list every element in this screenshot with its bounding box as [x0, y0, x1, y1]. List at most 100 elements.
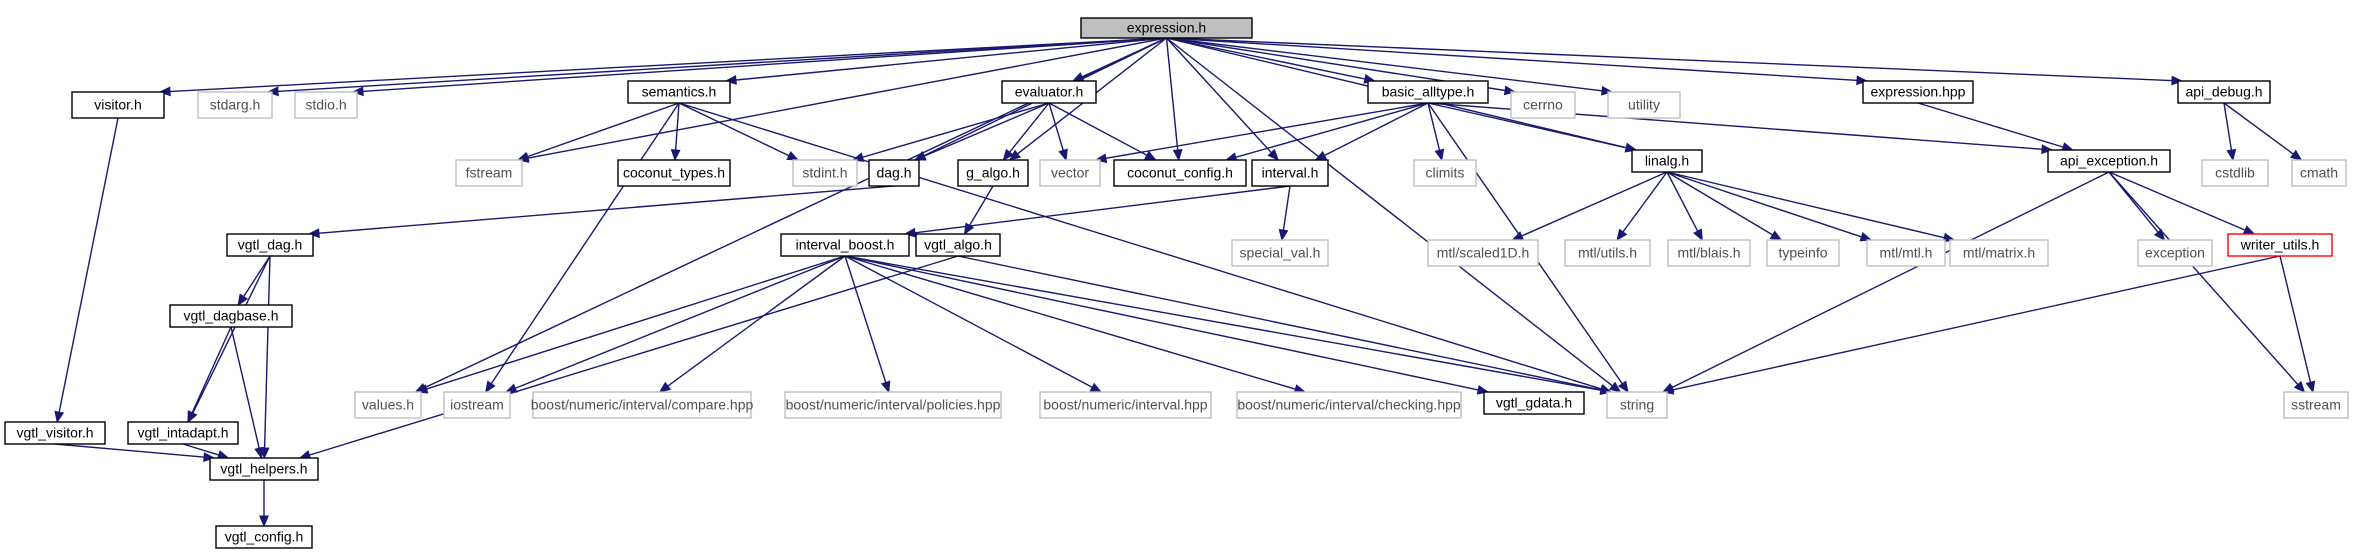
arrowhead: [1002, 148, 1014, 162]
edge-linalg-h-to-mtl-scaled1d-h: [1520, 171, 1668, 238]
node-boost-interval[interactable]: boost/numeric/interval.hpp: [1039, 391, 1212, 419]
node-boost-compare[interactable]: boost/numeric/interval/compare.hpp: [531, 391, 754, 419]
node-vgtl-gdata-h[interactable]: vgtl_gdata.h: [1483, 391, 1585, 415]
edge-writer-utils-h-to-string: [1671, 255, 2281, 391]
edge-g-algo-h-to-vgtl-algo-h: [968, 185, 994, 227]
edge-expression-h-to-fstream: [526, 37, 1167, 160]
arrowhead: [1144, 150, 1157, 161]
edge-basic-alltype-h-to-climits: [1427, 102, 1441, 152]
edge-api-exception-h-to-writer-utils-h: [2108, 171, 2247, 232]
node-expression-hpp[interactable]: expression.hpp: [1862, 80, 1974, 104]
node-vgtl-algo-h[interactable]: vgtl_algo.h: [915, 233, 1001, 257]
node-label: mtl/utils.h: [1578, 245, 1637, 261]
node-basic-alltype-h[interactable]: basic_alltype.h: [1367, 80, 1489, 104]
node-label: stdio.h: [305, 97, 346, 113]
node-api-debug-h[interactable]: api_debug.h: [2177, 80, 2271, 104]
arrowhead: [1769, 230, 1783, 241]
node-mtl-matrix-h[interactable]: mtl/matrix.h: [1949, 239, 2049, 267]
arrowhead: [670, 149, 681, 162]
edge-vgtl-intadapt-h-to-vgtl-helpers-h: [182, 443, 220, 457]
node-label: string: [1620, 397, 1654, 413]
node-vgtl-visitor-h[interactable]: vgtl_visitor.h: [4, 421, 106, 445]
edge-basic-alltype-h-to-coconut-config-h: [1234, 102, 1429, 159]
node-coconut-config-h[interactable]: coconut_config.h: [1113, 159, 1247, 187]
edge-interval-boost-h-to-string: [844, 255, 1603, 392]
arrowhead: [963, 222, 975, 236]
node-exception[interactable]: exception: [2137, 239, 2213, 267]
edge-evaluator-h-to-stdint-h: [861, 102, 1050, 159]
node-cerrno[interactable]: cerrno: [1510, 91, 1576, 119]
node-dag-h[interactable]: dag.h: [868, 159, 920, 187]
node-linalg-h[interactable]: linalg.h: [1631, 149, 1703, 173]
node-label: basic_alltype.h: [1382, 84, 1475, 100]
node-interval-boost-h[interactable]: interval_boost.h: [780, 233, 910, 257]
node-evaluator-h[interactable]: evaluator.h: [1001, 80, 1097, 104]
arrowhead: [1609, 381, 1622, 393]
node-stdarg-h[interactable]: stdarg.h: [197, 91, 273, 119]
node-vector[interactable]: vector: [1039, 159, 1101, 187]
node-string[interactable]: string: [1606, 391, 1668, 419]
arrowhead: [415, 384, 429, 394]
node-vgtl-dagbase-h[interactable]: vgtl_dagbase.h: [169, 304, 293, 328]
node-climits[interactable]: climits: [1413, 159, 1477, 187]
node-label: boost/numeric/interval/policies.hpp: [786, 397, 1001, 413]
node-vgtl-intadapt-h[interactable]: vgtl_intadapt.h: [127, 421, 239, 445]
node-mtl-blais-h[interactable]: mtl/blais.h: [1667, 239, 1751, 267]
node-cmath[interactable]: cmath: [2291, 159, 2347, 187]
node-label: vgtl_intadapt.h: [137, 425, 228, 441]
node-utility[interactable]: utility: [1607, 91, 1681, 119]
edge-interval-h-to-special-val-h: [1282, 185, 1291, 232]
edge-linalg-h-to-mtl-mtl-h: [1666, 171, 1863, 238]
node-typeinfo[interactable]: typeinfo: [1766, 239, 1840, 267]
edge-interval-boost-h-to-values-h: [425, 255, 846, 390]
node-sstream[interactable]: sstream: [2283, 391, 2349, 419]
node-cstdlib[interactable]: cstdlib: [2201, 159, 2269, 187]
node-label: interval_boost.h: [796, 237, 895, 253]
arrowhead: [851, 152, 865, 162]
node-mtl-mtl-h[interactable]: mtl/mtl.h: [1866, 239, 1946, 267]
edge-interval-h-to-interval-boost-h: [913, 185, 1291, 234]
arrowhead: [158, 86, 171, 97]
node-visitor-h[interactable]: visitor.h: [71, 91, 165, 119]
edge-expression-hpp-to-api-exception-h: [1917, 102, 2065, 149]
node-vgtl-helpers-h[interactable]: vgtl_helpers.h: [209, 457, 319, 481]
arrowhead: [504, 383, 518, 393]
arrowhead: [724, 75, 737, 85]
node-vgtl-dag-h[interactable]: vgtl_dag.h: [226, 233, 314, 257]
edge-basic-alltype-h-to-interval-h: [1323, 102, 1429, 157]
node-interval-h[interactable]: interval.h: [1251, 159, 1329, 187]
node-values-h[interactable]: values.h: [354, 391, 422, 419]
node-stdint-h[interactable]: stdint.h: [792, 159, 858, 187]
node-label: expression.h: [1127, 20, 1206, 36]
node-iostream[interactable]: iostream: [443, 391, 511, 419]
node-api-exception-h[interactable]: api_exception.h: [2047, 149, 2171, 173]
arrowhead: [1600, 85, 1614, 96]
arrowhead: [903, 227, 917, 238]
node-g-algo-h[interactable]: g_algo.h: [957, 159, 1029, 187]
node-special-val-h[interactable]: special_val.h: [1231, 239, 1329, 267]
node-label: vgtl_algo.h: [924, 237, 992, 253]
edge-vgtl-dag-h-to-vgtl-helpers-h: [263, 255, 271, 450]
node-expression-h[interactable]: expression.h: [1080, 17, 1253, 39]
node-coconut-types-h[interactable]: coconut_types.h: [617, 159, 731, 187]
node-fstream[interactable]: fstream: [455, 159, 523, 187]
edge-evaluator-h-to-g-algo-h: [1008, 102, 1050, 154]
node-label: writer_utils.h: [2240, 237, 2320, 253]
arrowhead: [2153, 228, 2166, 242]
edge-interval-boost-h-to-boost-compare: [666, 255, 846, 388]
node-mtl-utils-h[interactable]: mtl/utils.h: [1564, 239, 1651, 267]
node-semantics-h[interactable]: semantics.h: [627, 80, 731, 104]
arrowhead: [203, 452, 216, 463]
node-label: cstdlib: [2215, 165, 2255, 181]
node-mtl-scaled1d-h[interactable]: mtl/scaled1D.h: [1427, 239, 1539, 267]
node-vgtl-config-h[interactable]: vgtl_config.h: [215, 525, 313, 549]
node-writer-utils-h[interactable]: writer_utils.h: [2227, 233, 2333, 257]
edge-interval-boost-h-to-boost-checking: [844, 255, 1297, 391]
edge-evaluator-h-to-coconut-config-h: [1048, 102, 1149, 157]
arrowhead: [259, 515, 269, 528]
node-stdio-h[interactable]: stdio.h: [294, 91, 358, 119]
node-boost-checking[interactable]: boost/numeric/interval/checking.hpp: [1236, 391, 1462, 419]
edge-expression-h-to-visitor-h: [168, 37, 1167, 93]
node-boost-policies[interactable]: boost/numeric/interval/policies.hpp: [784, 391, 1002, 419]
edge-semantics-h-to-coconut-types-h: [674, 102, 680, 152]
